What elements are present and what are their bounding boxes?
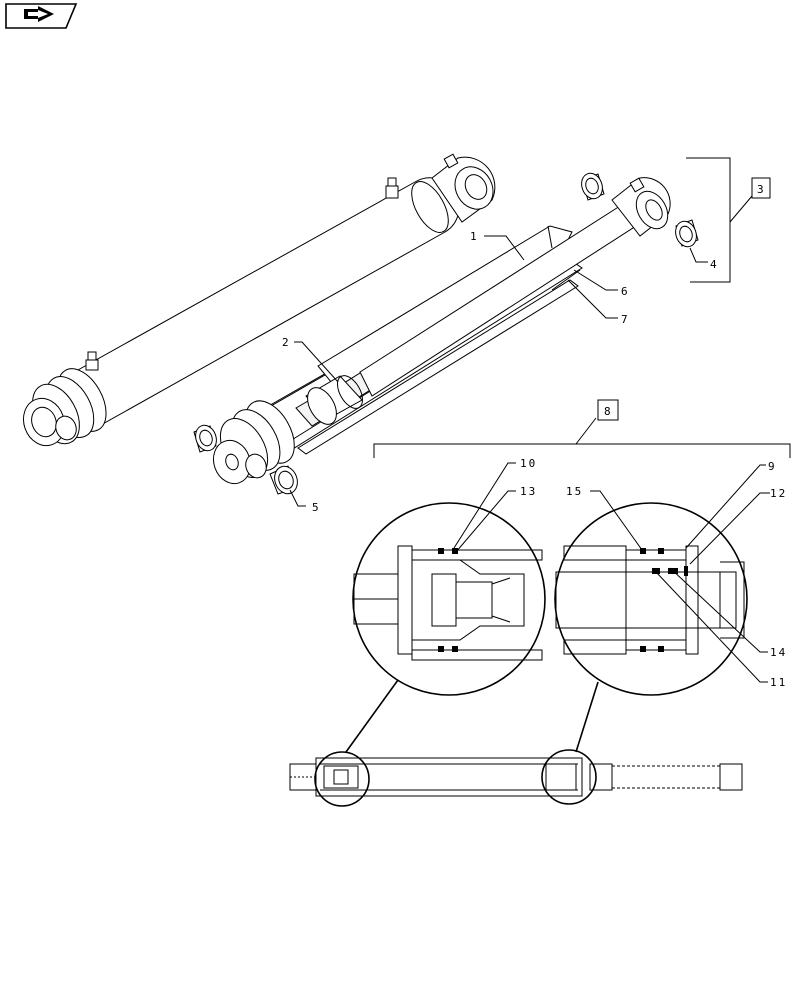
next-page-arrow-icon xyxy=(24,6,54,22)
callout-4: 4 xyxy=(710,258,719,271)
callout-6: 6 xyxy=(621,285,630,298)
callout-10: 10 xyxy=(520,457,537,470)
callout-1: 1 xyxy=(470,230,479,243)
callout-13: 13 xyxy=(520,485,537,498)
callout-15: 15 xyxy=(566,485,583,498)
bushing-top-right xyxy=(675,219,699,248)
detail-leader-right xyxy=(575,681,599,753)
callout-2: 2 xyxy=(282,336,291,349)
callout-leaders xyxy=(289,235,770,683)
assembled-cylinder xyxy=(22,153,496,447)
detail-leader-left xyxy=(345,679,399,753)
cross-section-overview xyxy=(289,749,743,807)
detail-view-gland xyxy=(554,502,748,696)
callout-3: 3 xyxy=(757,183,766,196)
callout-12: 12 xyxy=(770,487,787,500)
bushing-left xyxy=(193,424,217,453)
callout-7: 7 xyxy=(621,313,630,326)
kit-bracket-3 xyxy=(686,157,771,283)
cutaway-cylinder xyxy=(212,177,671,485)
bushing-bottom xyxy=(269,465,298,495)
next-page-button[interactable] xyxy=(5,3,78,29)
kit-bracket-8 xyxy=(373,399,791,458)
bushing-top-left xyxy=(581,172,605,201)
callout-9: 9 xyxy=(768,460,777,473)
detail-view-piston xyxy=(352,502,546,696)
callout-14: 14 xyxy=(770,646,787,659)
callout-8: 8 xyxy=(604,405,613,418)
callout-11: 11 xyxy=(770,676,787,689)
callout-5: 5 xyxy=(312,501,321,514)
